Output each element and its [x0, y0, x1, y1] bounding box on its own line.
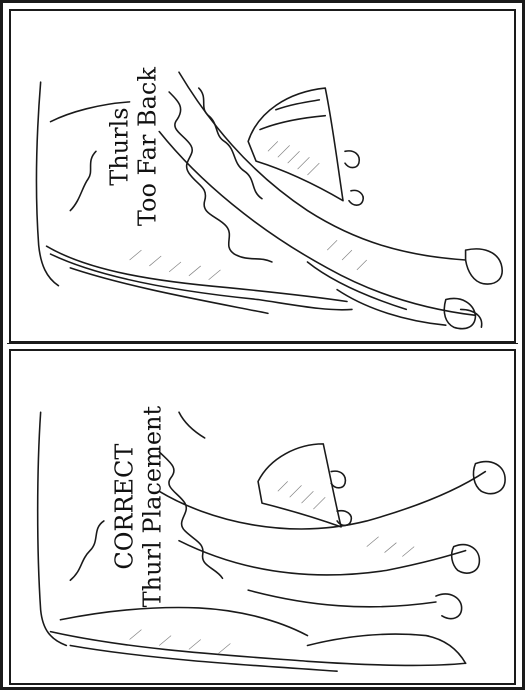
title-line-2: Too Far Back: [134, 42, 162, 252]
panel-title-correct-thurl-placement: CORRECT Thurl Placement: [111, 387, 166, 627]
panel-thurls-too-far-back: Thurls Too Far Back: [9, 9, 516, 343]
panel-title-thurls-too-far-back: Thurls Too Far Back: [106, 42, 161, 252]
title-line-1: CORRECT: [111, 387, 139, 627]
panel-correct-thurl-placement: CORRECT Thurl Placement: [9, 349, 516, 685]
title-line-2: Thurl Placement: [139, 387, 167, 627]
title-line-1: Thurls: [106, 42, 134, 252]
cow-hindquarter-illustration: [11, 11, 514, 341]
panel-divider: [7, 343, 518, 344]
cow-hindquarter-illustration: [11, 351, 514, 683]
